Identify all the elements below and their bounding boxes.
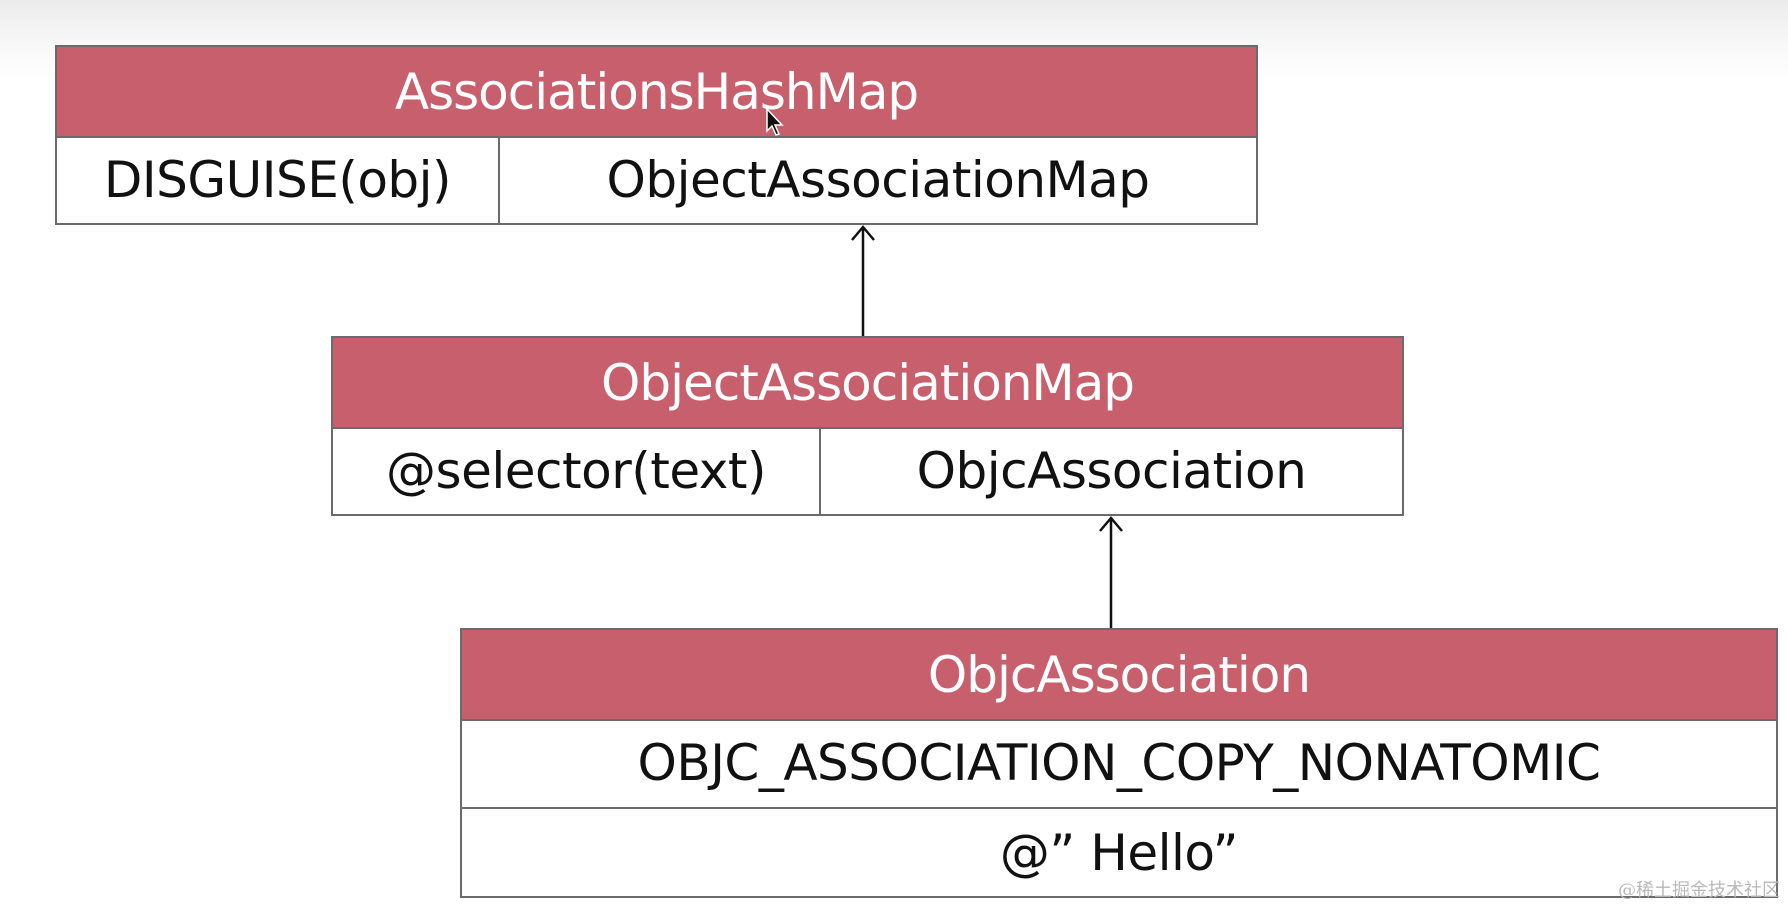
objc-association-divider [462, 807, 1776, 809]
arrow-up-icon [851, 225, 875, 336]
object-association-map-box: ObjectAssociationMap @selector(text) Obj… [331, 336, 1404, 516]
associations-hash-map-key: DISGUISE(obj) [103, 150, 452, 209]
object-association-map-title: ObjectAssociationMap [333, 338, 1402, 429]
associations-hash-map-value: ObjectAssociationMap [606, 150, 1150, 209]
mouse-pointer-icon [766, 108, 784, 136]
objc-association-title: ObjcAssociation [462, 630, 1776, 721]
objc-association-box: ObjcAssociation OBJC_ASSOCIATION_COPY_NO… [460, 628, 1778, 898]
object-association-map-divider [819, 427, 821, 514]
objc-association-policy: OBJC_ASSOCIATION_COPY_NONATOMIC [637, 734, 1601, 792]
associations-hash-map-divider [498, 136, 500, 223]
objc-association-value: @” Hello” [999, 823, 1239, 882]
associations-hash-map-box: AssociationsHashMap DISGUISE(obj) Object… [55, 45, 1258, 225]
object-association-map-value: ObjcAssociation [916, 441, 1307, 500]
watermark: @稀土掘金技术社区 [1618, 880, 1780, 901]
object-association-map-key: @selector(text) [386, 441, 766, 500]
arrow-up-icon [1099, 516, 1123, 628]
associations-hash-map-title: AssociationsHashMap [57, 47, 1256, 138]
